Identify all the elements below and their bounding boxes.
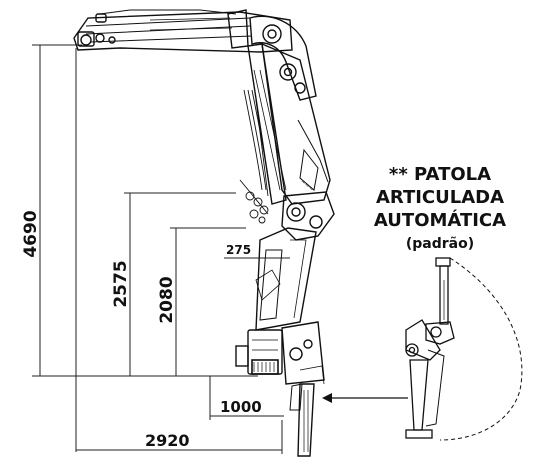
outrigger-leg-upper bbox=[439, 265, 449, 325]
outrigger-leg-lower bbox=[409, 359, 429, 431]
outrigger-swing-arc bbox=[439, 257, 523, 441]
dim-2080-label: 2080 bbox=[157, 276, 177, 323]
dimension-lines bbox=[32, 44, 290, 454]
dim-275-label: 275 bbox=[226, 243, 251, 257]
dim-1000-label: 1000 bbox=[220, 398, 262, 416]
callout-line-1: ** PATOLA bbox=[389, 164, 491, 185]
outrigger-callout: ** PATOLA ARTICULADA AUTOMÁTICA (padrão) bbox=[374, 164, 506, 252]
dim-2575-label: 2575 bbox=[111, 260, 131, 307]
brand-mark: ~~~ bbox=[299, 178, 315, 193]
column-and-lower-boom bbox=[255, 191, 335, 331]
callout-line-4: (padrão) bbox=[406, 236, 474, 252]
crane-base bbox=[235, 321, 325, 457]
hydraulic-hoses bbox=[239, 89, 271, 224]
outrigger-hinge bbox=[425, 321, 455, 345]
callout-line-2: ARTICULADA bbox=[376, 187, 504, 208]
outrigger-top-cap bbox=[435, 257, 451, 267]
dim-4690-label: 4690 bbox=[21, 210, 41, 257]
extension-boom bbox=[73, 9, 293, 53]
elbow-joint bbox=[249, 15, 317, 101]
dim-2920-label: 2920 bbox=[145, 431, 190, 450]
outrigger-foot-pad bbox=[405, 429, 433, 439]
callout-line-3: AUTOMÁTICA bbox=[374, 209, 506, 231]
callout-arrow bbox=[322, 393, 408, 403]
crane-drawing: ~~~ bbox=[73, 9, 335, 457]
outrigger-detail bbox=[405, 257, 523, 441]
